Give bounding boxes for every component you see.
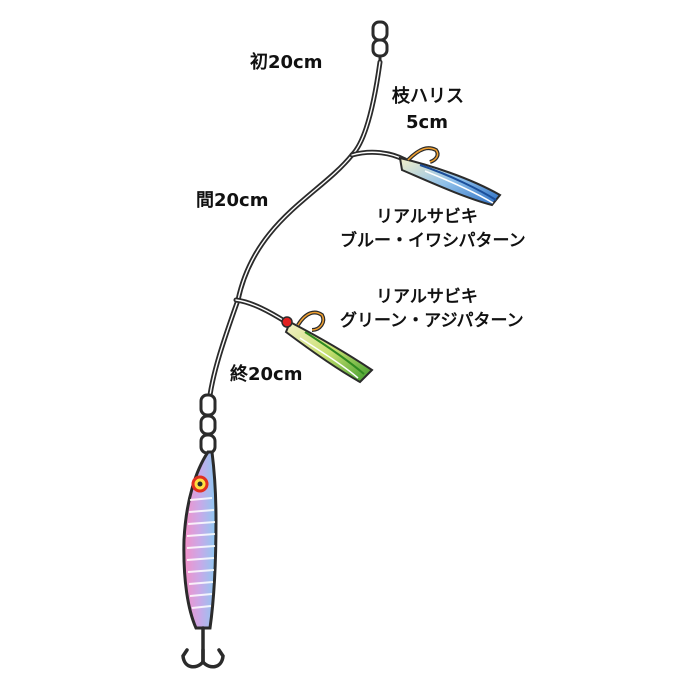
main-line — [207, 59, 383, 398]
upper-hook-name: リアルサビキ — [376, 207, 478, 227]
lower-hook-pattern: グリーン・アジパターン — [340, 310, 524, 331]
branch-length-label: 5cm — [406, 112, 448, 133]
final-segment-label: 終20cm — [230, 363, 302, 385]
upper-branch-line — [349, 149, 408, 163]
first-segment-label: 初20cm — [250, 51, 322, 73]
upper-sabiki-hook — [398, 146, 502, 207]
top-swivel — [371, 20, 389, 66]
lower-hook-name: リアルサビキ — [376, 287, 478, 307]
upper-hook-pattern: ブルー・イワシパターン — [340, 230, 526, 251]
lower-sabiki-hook — [281, 310, 374, 384]
treble-hook — [181, 626, 225, 669]
red-bead — [281, 316, 293, 328]
lower-branch-line — [233, 297, 289, 325]
branch-leader-label: 枝ハリス — [391, 85, 464, 107]
middle-segment-label: 間20cm — [196, 190, 268, 211]
bottom-swivel — [199, 393, 217, 455]
metal-jig — [182, 450, 218, 630]
